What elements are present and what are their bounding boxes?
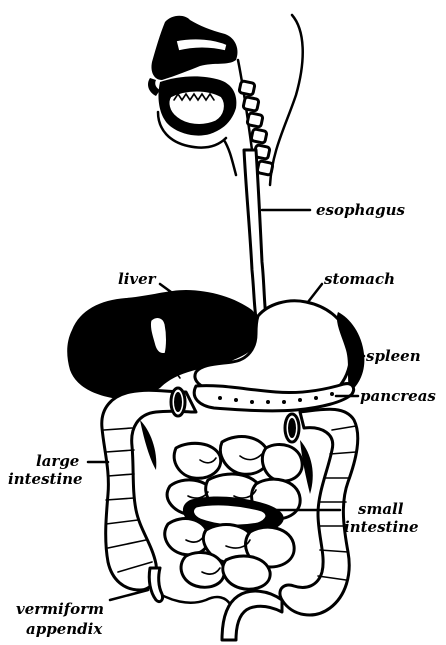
splenic-flexure-lumen	[288, 418, 296, 438]
small-intestine	[165, 437, 302, 590]
vermiform-appendix	[149, 568, 162, 602]
head-section	[148, 15, 303, 185]
label-liver: liver	[118, 270, 157, 288]
label-stomach: stomach	[324, 270, 395, 288]
esophagus	[244, 150, 266, 318]
hepatic-flexure-lumen	[174, 392, 182, 412]
stomach-leader	[308, 284, 322, 302]
label-appendix-line2: appendix	[26, 620, 103, 638]
label-pancreas: pancreas	[360, 387, 436, 405]
label-small-intestine-line2: intestine	[344, 518, 419, 536]
appendix-leader	[110, 590, 148, 600]
neck-outline	[270, 15, 303, 185]
label-esophagus: esophagus	[316, 201, 406, 219]
rectum	[222, 591, 282, 640]
abdominal-shadow-1	[140, 420, 156, 470]
lips	[148, 78, 160, 96]
hard-palate	[175, 38, 228, 52]
label-appendix-line1: vermiform	[16, 600, 104, 618]
label-large-intestine-line2: intestine	[8, 470, 83, 488]
label-spleen: spleen	[366, 347, 421, 365]
label-large-intestine-line1: large	[36, 452, 79, 470]
throat-front	[224, 140, 236, 175]
label-small-intestine-line1: small	[358, 500, 404, 518]
